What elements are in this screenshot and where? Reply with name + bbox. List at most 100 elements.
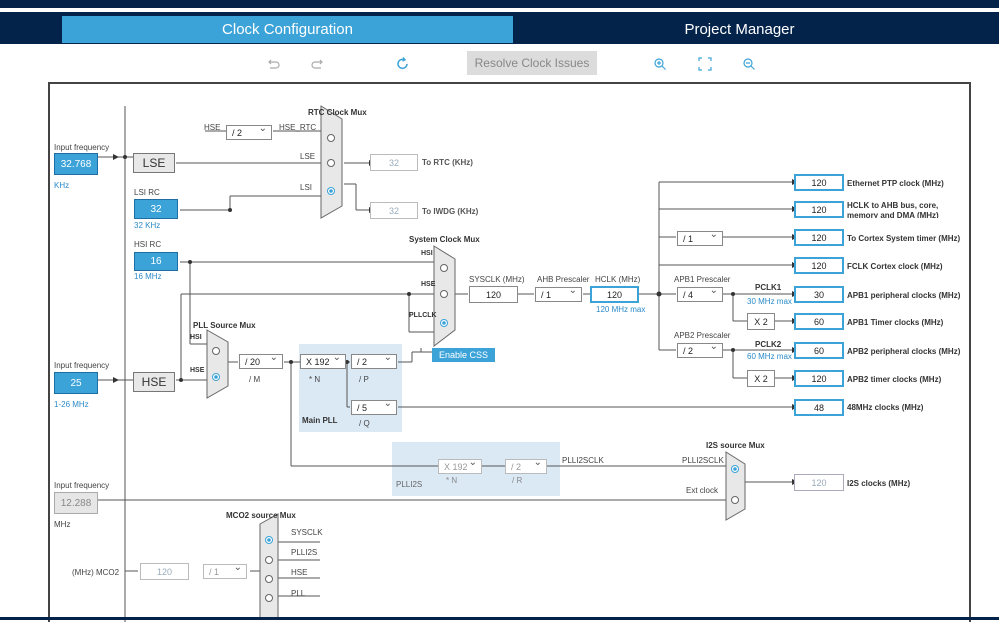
lse-input-frequency[interactable]: 32.768 [54,153,98,175]
output-apb1-peripheral-label: APB1 peripheral clocks (MHz) [847,291,961,300]
ahb-prescaler[interactable]: / 1 [535,285,582,302]
resolve-clock-issues-button[interactable]: Resolve Clock Issues [467,51,597,75]
hsi-label: HSI RC [134,240,162,249]
pll-m-divider[interactable]: / 20 [239,352,283,369]
hclk-value[interactable]: 120 [590,286,639,303]
i2s-mux-title: I2S source Mux [706,441,765,450]
pll-source-mux-title: PLL Source Mux [193,321,256,330]
undo-button[interactable] [261,52,285,76]
lse-input-label: Input frequency [54,143,110,152]
mco2-divider[interactable]: / 1 [203,562,247,579]
apb2-prescaler-label: APB2 Prescaler [674,331,731,340]
sysclk-mux-pllclk-label: PLLCLK [409,312,437,319]
ext-input-frequency[interactable]: 12.288 [54,492,98,514]
pll-n-label: * N [309,375,321,384]
output-ethernet-ptp[interactable]: 120 [794,174,844,191]
fit-to-screen-button[interactable] [693,52,717,76]
plli2s-r-divider[interactable]: / 2 [505,457,547,474]
mco2-input-pll: PLL [291,589,306,598]
lse-oscillator: LSE [133,153,175,173]
mco2-source-mux[interactable] [259,513,279,620]
output-hclk-ahb-label: HCLK to AHB bus, core, memory and DMA (M… [847,201,939,218]
lse-unit: KHz [54,181,70,190]
apb1-timer-multiplier: X 2 [747,313,775,330]
output-apb1-timer-label: APB1 Timer clocks (MHz) [847,318,944,327]
enable-css-button[interactable]: Enable CSS [432,348,495,362]
hclk-label: HCLK (MHz) [595,275,641,284]
output-i2s-label: I2S clocks (MHz) [847,479,911,488]
cortex-timer-divider[interactable]: / 1 [677,229,723,246]
rtc-hse-divider[interactable]: / 2 [226,123,272,140]
zoom-out-icon [743,58,755,70]
output-i2s[interactable]: 120 [794,474,844,491]
iwdg-output-value: 32 [370,202,418,219]
plli2s-output-label: PLLI2SCLK [562,456,604,465]
output-apb2-peripheral[interactable]: 60 [794,342,844,359]
ext-input-label: Input frequency [54,481,110,490]
i2s-mux-in1-label: PLLI2SCLK [682,456,724,465]
mco2-output-value[interactable]: 120 [140,563,189,580]
output-fclk[interactable]: 120 [794,257,844,274]
undo-icon [268,59,280,69]
mco2-input-hse: HSE [291,568,308,577]
apb2-prescaler[interactable]: / 2 [677,341,723,358]
plli2s-n-label: * N [446,476,458,485]
rtc-hse-rtc-label: HSE_RTC [279,123,317,132]
hse-range: 1-26 MHz [54,400,89,409]
top-nav-bar [0,0,999,8]
pll-p-label: / P [359,375,369,384]
pll-source-hse-label: HSE [190,367,205,374]
mco2-output-label: (MHz) MCO2 [72,568,120,577]
fit-icon [698,57,712,71]
output-apb2-timer[interactable]: 120 [794,370,844,387]
refresh-icon [397,57,408,70]
system-clock-mux-title: System Clock Mux [409,235,480,244]
pll-source-mux[interactable] [206,329,229,399]
i2s-source-mux[interactable] [725,451,746,521]
plli2s-r-label: / R [512,476,523,485]
tab-clock-configuration[interactable]: Clock Configuration [62,16,513,43]
redo-icon [311,59,323,69]
lsi-unit: 32 KHz [134,221,161,230]
bottom-border [0,617,999,620]
hsi-unit: 16 MHz [134,272,162,281]
plli2s-label: PLLI2S [396,480,423,489]
rtc-output-label: To RTC (KHz) [422,158,473,167]
lsi-label: LSI RC [134,188,160,197]
output-cortex-timer[interactable]: 120 [794,229,844,246]
rtc-hse-label: HSE [204,123,221,132]
hse-input-frequency[interactable]: 25 [54,372,98,394]
rtc-mux-title: RTC Clock Mux [308,108,367,117]
output-hclk-ahb[interactable]: 120 [794,201,844,218]
sysclk-mux-hse-label: HSE [421,281,436,288]
output-48mhz[interactable]: 48 [794,399,844,416]
redo-button[interactable] [306,52,330,76]
output-apb1-peripheral[interactable]: 30 [794,286,844,303]
pll-q-divider[interactable]: / 5 [351,398,397,415]
iwdg-output-label: To IWDG (KHz) [422,207,479,216]
lsi-value: 32 [134,199,178,219]
hse-oscillator: HSE [133,372,175,392]
output-apb2-peripheral-label: APB2 peripheral clocks (MHz) [847,347,961,356]
mco2-input-sysclk: SYSCLK [291,528,323,537]
pll-source-hsi-label: HSI [190,334,202,341]
apb1-prescaler-label: APB1 Prescaler [674,275,731,284]
output-48mhz-label: 48MHz clocks (MHz) [847,403,924,412]
refresh-button[interactable] [391,52,415,76]
pclk2-label: PCLK2 [755,340,782,349]
zoom-out-button[interactable] [737,52,761,76]
clock-tree-canvas: Input frequency 32.768 KHz LSE LSI RC 32… [48,82,971,622]
mco2-mux-title: MCO2 source Mux [226,511,296,520]
tab-project-manager[interactable]: Project Manager [684,21,795,38]
sysclk-value[interactable]: 120 [469,286,518,303]
pll-p-divider[interactable]: / 2 [351,352,397,369]
apb1-prescaler[interactable]: / 4 [677,285,723,302]
output-apb1-timer[interactable]: 60 [794,313,844,330]
zoom-in-button[interactable] [648,52,672,76]
plli2s-n-multiplier[interactable]: X 192 [438,457,482,474]
main-pll-label: Main PLL [302,416,338,425]
hsi-value: 16 [134,252,178,271]
output-ethernet-ptp-label: Ethernet PTP clock (MHz) [847,179,944,188]
pll-q-label: / Q [359,419,370,428]
pll-n-multiplier[interactable]: X 192 [300,352,346,369]
